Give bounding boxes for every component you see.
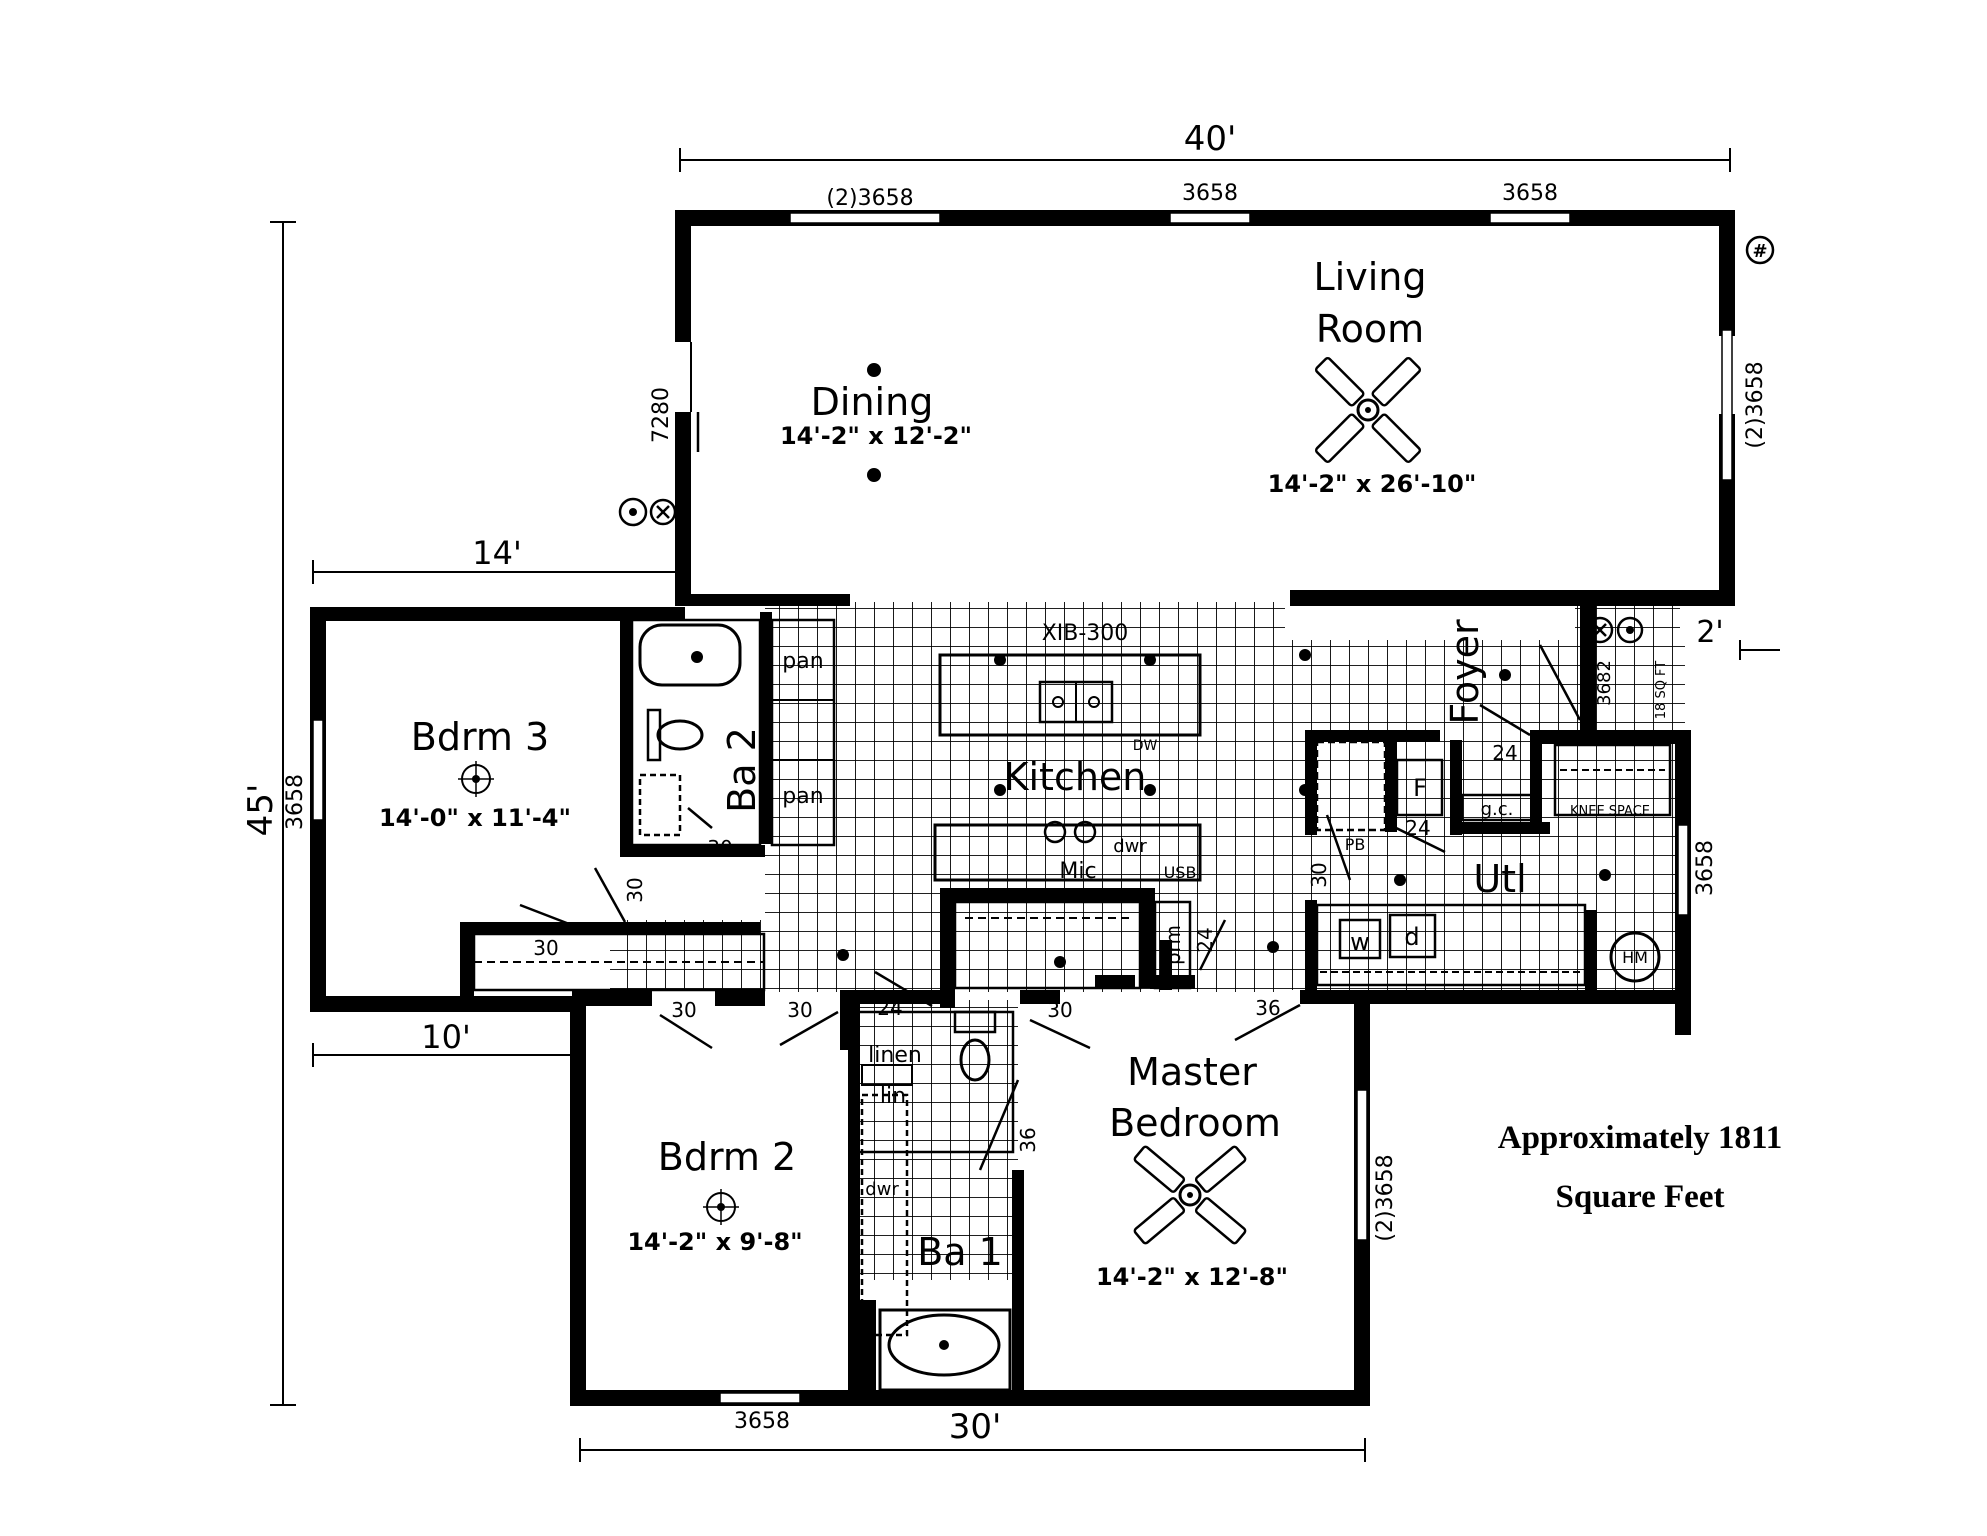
bdrm3-offset-label: 14' — [472, 534, 522, 572]
window-label: (2)3658 — [1743, 361, 1768, 448]
ba1-name: Ba 1 — [917, 1230, 1003, 1274]
foyer-offset-label: 2' — [1696, 615, 1723, 650]
door-size: 30 — [671, 998, 696, 1022]
door-size: 24 — [1193, 927, 1217, 952]
left-height-label: 45' — [241, 784, 281, 837]
ceiling-fan-icon — [1133, 356, 1422, 1245]
window-label: 3682 — [1594, 660, 1615, 706]
kitchen-drawer-label: dwr — [1113, 836, 1147, 857]
door-size: 24 — [877, 996, 902, 1020]
master-size: 14'-2" x 12'-8" — [1096, 1263, 1288, 1291]
fixtures — [472, 618, 1672, 1392]
window-label: 3658 — [283, 774, 308, 830]
dryer-label: d — [1404, 923, 1419, 951]
dishwasher-label: DW — [1133, 738, 1158, 754]
living-room-name-1: Living — [1314, 255, 1427, 299]
bottom-width-label: 30' — [949, 1407, 1002, 1447]
utility-name: Utl — [1473, 857, 1526, 901]
bdrm2-size: 14'-2" x 9'-8" — [627, 1228, 802, 1256]
exterior-fixture-icon: # — [618, 235, 1775, 644]
door-size: 36 — [1255, 996, 1280, 1020]
square-footage-note: Approximately 1811 Square Feet — [1460, 1120, 1820, 1216]
pb-label: PB — [1345, 835, 1366, 854]
door-size: 30 — [787, 998, 812, 1022]
linen-label: linen — [868, 1043, 922, 1068]
window-openings — [312, 212, 1733, 1404]
fixture-labels: XIB-300 pan pan DW dwr Mic USB linen lin… — [782, 621, 1669, 1200]
pantry-label-2: pan — [782, 784, 823, 809]
light-fixture-icon — [458, 363, 1611, 1225]
window-label: 3658 — [734, 1409, 790, 1434]
overall-dimensions: 40' 45' 30' 14' 10' 2' — [241, 119, 1724, 1447]
square-footage-line-1: Approximately 1811 — [1497, 1120, 1783, 1156]
door-swings — [519, 412, 1582, 1171]
square-footage-line-2: Square Feet — [1555, 1179, 1725, 1215]
gc-label: g.c. — [1481, 799, 1514, 820]
door-size: 30 — [1307, 862, 1331, 887]
window-label: 3658 — [1182, 181, 1238, 206]
window-labels: (2)3658 3658 3658 (2)3658 7280 3658 3658… — [283, 181, 1768, 1434]
microwave-label: Mic — [1059, 859, 1096, 884]
room-labels: Living Room 14'-2" x 26'-10" Dining 14'-… — [379, 255, 1527, 1291]
door-size: 30 — [623, 877, 647, 902]
bdrm3-size: 14'-0" x 11'-4" — [379, 804, 571, 832]
foyer-name: Foyer — [1443, 619, 1487, 725]
washer-label: w — [1350, 928, 1370, 956]
window-label: 3658 — [1693, 840, 1718, 896]
door-size: 36 — [1016, 1127, 1040, 1152]
lin-label: lin — [880, 1084, 906, 1109]
door-size: 24 — [1405, 816, 1430, 840]
dimension-lines — [270, 148, 1780, 1462]
door-size: 30 — [533, 936, 558, 960]
hm-label: HM — [1622, 948, 1648, 967]
top-width-label: 40' — [1184, 119, 1237, 159]
island-label: XIB-300 — [1042, 621, 1129, 646]
door-size-labels: 30 30 30 30 30 30 30 24 24 24 24 36 36 — [533, 741, 1517, 1153]
window-label: 7280 — [649, 387, 674, 443]
window-label: (2)3658 — [1373, 1154, 1398, 1241]
window-label: 3658 — [1502, 181, 1558, 206]
bdrm2-name: Bdrm 2 — [658, 1135, 796, 1179]
svg-text:#: # — [1752, 241, 1767, 262]
window-label: (2)3658 — [826, 186, 913, 211]
master-name-2: Bedroom — [1109, 1101, 1281, 1145]
usb-label: USB — [1164, 863, 1197, 882]
door-size: 30 — [707, 836, 732, 860]
freezer-label: F — [1413, 774, 1427, 802]
bath-drawer-label: dwr — [865, 1179, 899, 1200]
living-room-name-2: Room — [1316, 307, 1424, 351]
pantry-label-1: pan — [782, 649, 823, 674]
bdrm2-offset-label: 10' — [421, 1018, 471, 1056]
door-size: 24 — [1492, 741, 1517, 765]
porch-area-label: 18 SQ FT — [1654, 661, 1669, 720]
bdrm3-name: Bdrm 3 — [411, 715, 549, 759]
kitchen-name: Kitchen — [1004, 755, 1147, 799]
dining-room-name: Dining — [811, 380, 934, 424]
dining-room-size: 14'-2" x 12'-2" — [780, 422, 972, 450]
knee-space-label: KNEE SPACE — [1570, 804, 1650, 819]
door-size: 30 — [1047, 998, 1072, 1022]
master-name-1: Master — [1127, 1050, 1257, 1094]
prm-label: prm — [1161, 925, 1185, 965]
ba2-name: Ba 2 — [720, 727, 764, 813]
living-room-size: 14'-2" x 26'-10" — [1268, 470, 1477, 498]
